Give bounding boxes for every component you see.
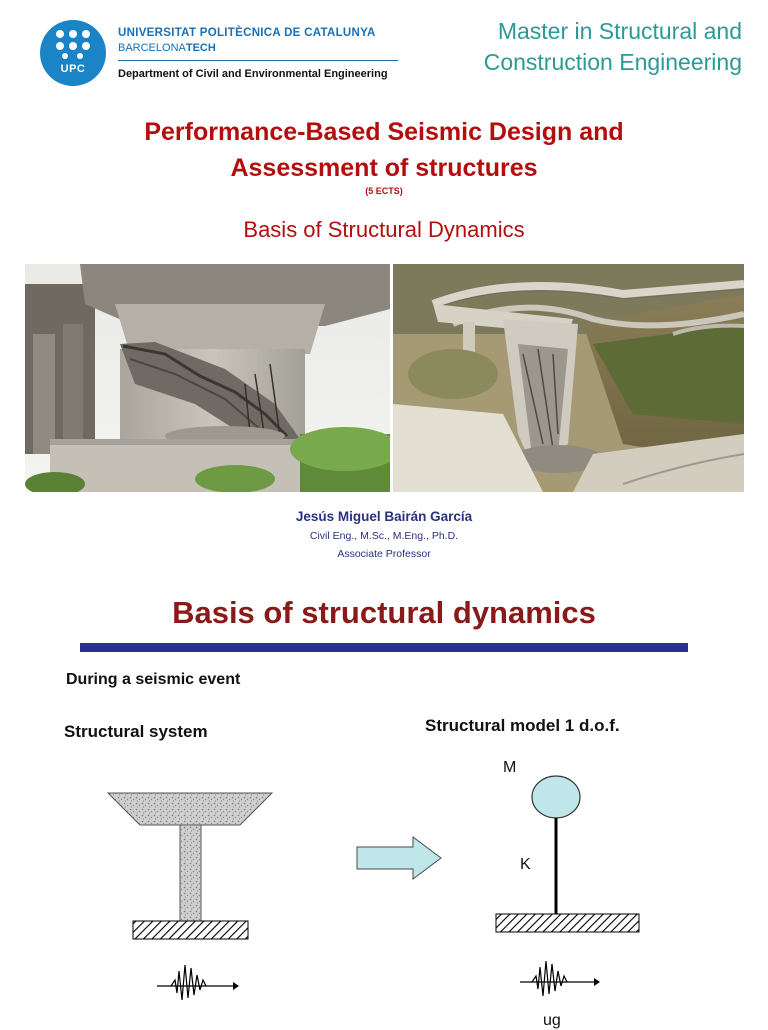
ground-motion-signal-icon — [520, 960, 600, 997]
course-title-line-2: Assessment of structures — [230, 154, 538, 182]
ground-motion-signal-icon — [157, 964, 239, 1001]
mass-circle — [531, 775, 581, 819]
sdof-model-diagram — [490, 772, 650, 1012]
course-title-line-1: Performance-Based Seismic Design and — [144, 118, 624, 146]
slide2-title: Basis of structural dynamics — [172, 595, 596, 630]
structural-system-diagram — [105, 790, 275, 1005]
transform-arrow-icon — [355, 835, 445, 881]
author-role: Associate Professor — [337, 548, 431, 560]
mass-label: M — [503, 759, 517, 776]
ground-motion-label: ug — [543, 1012, 561, 1029]
upc-logo: UPC — [40, 20, 106, 86]
course-subtitle: Basis of Structural Dynamics — [243, 217, 525, 242]
structural-system-label: Structural system — [64, 722, 208, 741]
header-divider — [118, 60, 398, 61]
deck-shape — [106, 792, 274, 826]
pier-shape — [179, 824, 202, 922]
stiffness-label: K — [520, 856, 531, 873]
damaged-pier-photo — [25, 264, 390, 492]
master-line-2: Construction Engineering — [483, 49, 742, 75]
author-name: Jesús Miguel Bairán García — [295, 509, 473, 524]
university-subname: BARCELONATECH — [118, 42, 216, 54]
ground-base-hatch — [495, 913, 640, 933]
master-line-1: Master in Structural and — [497, 18, 742, 44]
author-credentials: Civil Eng., M.Sc., M.Eng., Ph.D. — [309, 530, 459, 542]
collapsed-overpass-photo — [393, 264, 744, 492]
master-program: Master in Structural and Construction En… — [430, 16, 742, 78]
intro-text: During a seismic event — [66, 671, 241, 688]
department-name: Department of Civil and Environmental En… — [118, 68, 388, 80]
university-name: UNIVERSITAT POLITÈCNICA DE CATALUNYA — [118, 27, 376, 39]
structural-model-label: Structural model 1 d.o.f. — [425, 716, 620, 735]
course-title: Performance-Based Seismic Design and Ass… — [40, 114, 728, 186]
ground-base-hatch — [132, 920, 249, 940]
logo-text: UPC — [60, 63, 86, 75]
title-divider-bar — [80, 643, 688, 652]
ects-credits: (5 ECTS) — [365, 186, 403, 196]
